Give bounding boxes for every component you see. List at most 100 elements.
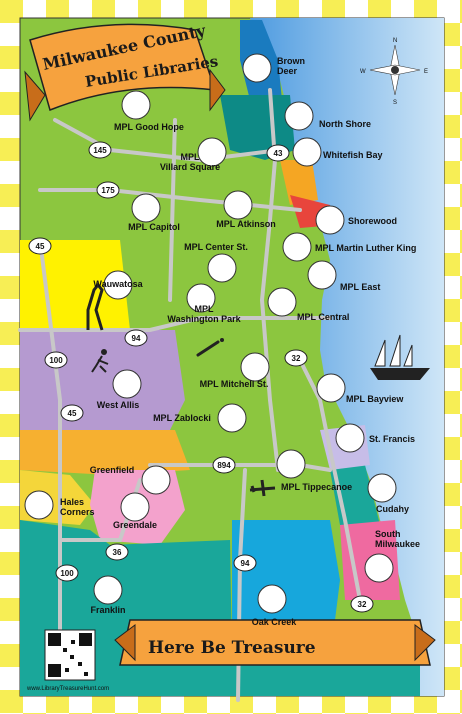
- library-stamp-circle: [217, 403, 247, 433]
- highway-shield: [96, 181, 120, 199]
- giraffe-icon: [86, 282, 104, 331]
- highway-shield: [124, 329, 148, 347]
- library-stamp-circle: [24, 490, 54, 520]
- library-label: Greenfield: [90, 465, 135, 475]
- highway-number: 94: [132, 334, 141, 343]
- library-label: West Allis: [97, 400, 140, 410]
- library-stamp-circle: [316, 373, 346, 403]
- highway-number: 32: [292, 354, 301, 363]
- library-stamp-circle: [120, 492, 150, 522]
- highway-shield: [44, 351, 68, 369]
- library-stamp-circle: [335, 423, 365, 453]
- highway-shield: [28, 237, 52, 255]
- region-south-strip: [20, 660, 420, 696]
- library-stamp-circle: [276, 449, 306, 479]
- library-stamp-circle: [367, 473, 397, 503]
- bottom-banner-text: Here Be Treasure: [148, 638, 316, 658]
- region-north-shore: [220, 95, 295, 160]
- library-label: MPL Zablocki: [153, 413, 211, 423]
- library-stamp-circle: [131, 193, 161, 223]
- library-stamp-circle: [315, 205, 345, 235]
- highway-number: 94: [241, 559, 250, 568]
- compass-s: S: [393, 100, 397, 106]
- library-stamp-circle: [267, 287, 297, 317]
- library-stamp-circle: [257, 584, 287, 614]
- highway-number: 894: [217, 461, 231, 470]
- highway-shield: [350, 595, 374, 613]
- library-label: Whitefish Bay: [323, 150, 383, 160]
- highway-shield: [55, 564, 79, 582]
- library-stamp-circle: [223, 190, 253, 220]
- library-label: MPL Good Hope: [114, 122, 184, 132]
- library-label: MPL Martin Luther King: [315, 243, 416, 253]
- highway-number: 43: [274, 149, 283, 158]
- compass-rose-icon: [369, 44, 421, 96]
- library-stamp-circle: [364, 553, 394, 583]
- library-label: MPL Capitol: [128, 222, 180, 232]
- region-greenfield: [20, 430, 190, 475]
- website-text: www.LibraryTreasureHunt.com: [26, 686, 109, 692]
- airplane-icon: [249, 479, 276, 497]
- qr-code: [44, 629, 96, 681]
- highway-number: 100: [49, 356, 63, 365]
- library-stamp-circle: [121, 90, 151, 120]
- runner-icon: [91, 349, 109, 373]
- highway-number: 36: [113, 548, 122, 557]
- highway-number: 175: [101, 186, 115, 195]
- library-stamp-circle: [197, 137, 227, 167]
- library-label: MPL East: [340, 282, 380, 292]
- compass-n: N: [393, 38, 397, 44]
- library-label: Wauwatosa: [93, 279, 143, 289]
- highway-shield: [266, 144, 290, 162]
- highway-shield: [233, 554, 257, 572]
- library-label: Oak Creek: [252, 617, 298, 627]
- library-stamp-circle: [141, 465, 171, 495]
- highway-number: 32: [358, 600, 367, 609]
- library-label: MPL Mitchell St.: [200, 379, 269, 389]
- highway-shield: [60, 404, 84, 422]
- highway-shields: 145 43 175 45 94 100 32 894 36 100 94 32 45: [28, 141, 374, 613]
- library-label: MPL Bayview: [346, 394, 404, 404]
- library-label: MPL Tippecanoe: [281, 482, 352, 492]
- library-label: MPL Center St.: [184, 242, 248, 252]
- library-stamp-circle: [282, 232, 312, 262]
- highway-shield: [105, 543, 129, 561]
- library-stamp-circle: [112, 369, 142, 399]
- library-stamp-circle: [103, 270, 133, 300]
- library-label: Greendale: [113, 520, 157, 530]
- library-stamp-circle: [240, 352, 270, 382]
- compass-w: W: [360, 69, 366, 75]
- baseball-bat-icon: [196, 338, 224, 357]
- highway-number: 45: [68, 409, 77, 418]
- library-stamp-circle: [242, 53, 272, 83]
- highway-number: 100: [60, 569, 74, 578]
- highway-number: 145: [93, 146, 107, 155]
- library-label: MPL Central: [297, 312, 349, 322]
- library-stamp-circle: [284, 101, 314, 131]
- ship-icon: [370, 334, 430, 380]
- lake-michigan: [250, 18, 444, 696]
- compass-e: E: [424, 69, 428, 75]
- library-stamp-circle: [307, 260, 337, 290]
- library-label: Shorewood: [348, 216, 397, 226]
- library-stamp-circle: [207, 253, 237, 283]
- library-label: Franklin: [90, 605, 125, 615]
- library-label: Cudahy: [376, 504, 409, 514]
- library-label: North Shore: [319, 119, 371, 129]
- highway-shield: [88, 141, 112, 159]
- library-label: MPL Atkinson: [216, 219, 276, 229]
- library-label: St. Francis: [369, 434, 415, 444]
- highway-shield: [212, 456, 236, 474]
- highway-number: 45: [36, 242, 45, 251]
- bottom-banner: [119, 619, 431, 666]
- library-stamp-circle: [93, 575, 123, 605]
- library-stamp-circle: [186, 283, 216, 313]
